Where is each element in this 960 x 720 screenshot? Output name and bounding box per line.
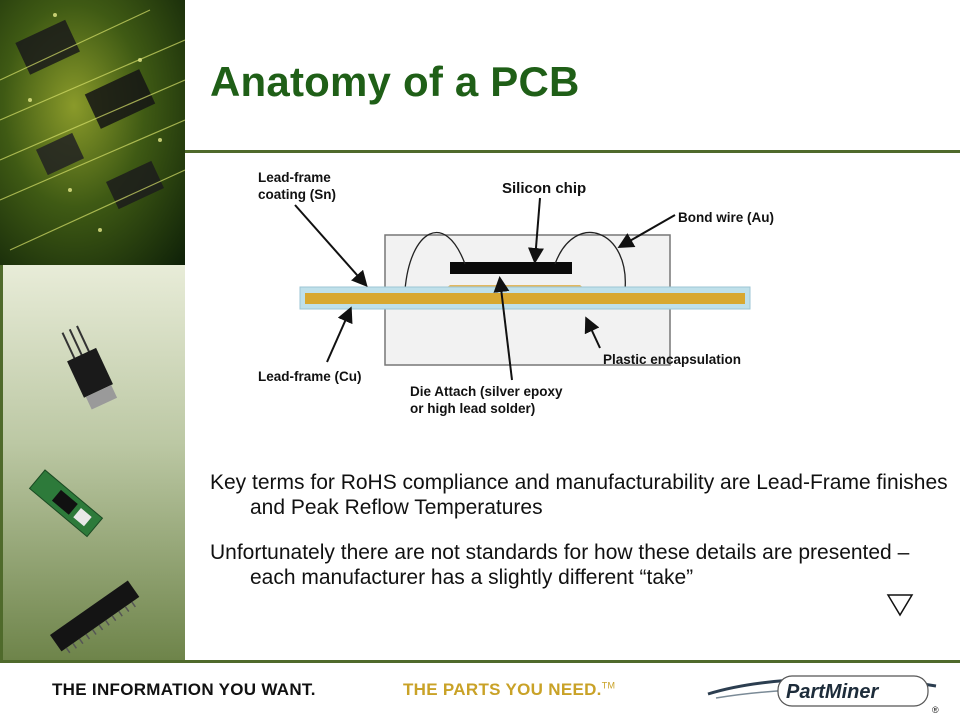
circuit-board-illustration [0,9,185,251]
label-silicon-chip: Silicon chip [502,180,586,197]
label-bond-wire: Bond wire (Au) [678,210,774,225]
arrow-plastic-encapsulation [584,316,601,349]
next-slide-arrow-icon[interactable] [885,592,915,618]
transistor-icon [61,325,118,410]
arrow-lead-frame-coating [294,204,368,287]
trademark-mark: TM [601,680,616,691]
left-panel-edge [0,265,3,660]
bond-wire-left [404,231,466,291]
arrow-die-attach [493,276,513,381]
arrow-silicon-chip [527,197,544,264]
registered-mark: ® [932,705,939,715]
silicon-chip-shape [450,262,572,274]
lead-frame-core-shape [305,293,745,304]
circuit-board-photo [0,0,185,265]
label-lead-frame-coating-line2: coating (Sn) [258,187,336,202]
logo-wordmark: PartMiner [786,681,879,703]
bullet-standards: Unfortunately there are not standards fo… [210,541,910,589]
footer-tagline-right: THE PARTS YOU NEED.TM [403,680,615,700]
bond-wire-right [554,232,626,291]
label-lead-frame: Lead-frame (Cu) [258,369,362,384]
partminer-logo[interactable]: PartMiner ® [706,668,946,716]
label-die-attach-line1: Die Attach (silver epoxy [410,384,563,399]
label-die-attach-line2: or high lead solder) [410,401,535,416]
arrow-lead-frame [326,306,353,363]
title-divider [185,150,960,153]
bullet-key-terms: Key terms for RoHS compliance and manufa… [210,471,948,519]
arrow-bond-wire [617,214,676,248]
footer-tagline-right-text: THE PARTS YOU NEED. [403,680,602,699]
module-icon [28,469,104,538]
slide-title: Anatomy of a PCB [210,58,580,105]
pcb-anatomy-diagram: Lead-frame coating (Sn) Silicon chip Bon… [258,170,774,416]
component-illustrations [28,325,140,654]
dip-chip-icon [50,580,140,654]
footer-divider [0,660,960,663]
left-component-panel [0,265,185,660]
footer-tagline-left: THE INFORMATION YOU WANT. [52,680,316,699]
label-plastic-encapsulation: Plastic encapsulation [603,352,741,367]
label-lead-frame-coating-line1: Lead-frame [258,170,331,185]
